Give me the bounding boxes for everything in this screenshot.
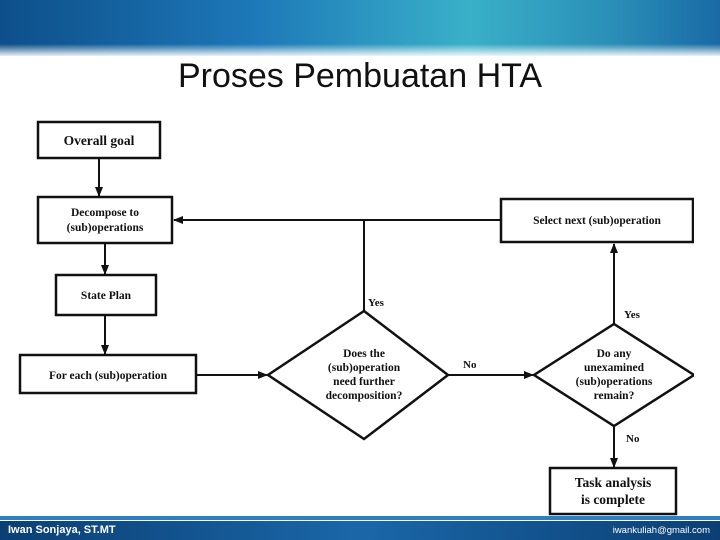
node-task-complete (548, 466, 678, 516)
footer-author: Iwan Sonjaya, ST.MT (8, 524, 116, 536)
do-any-label-line1: Do any (597, 348, 632, 360)
node-select-next (499, 197, 694, 244)
hta-flowchart: Overall goal Decompose to (sub)operation… (18, 120, 694, 516)
edge-decision-yes-to-decompose (173, 216, 365, 311)
node-for-each (18, 353, 198, 395)
footer-divider (0, 516, 720, 520)
footer-email: iwankuliah@gmail.com (612, 525, 710, 536)
edge-label-no-bottom: No (626, 433, 640, 445)
decompose-label-line1: Decompose to (71, 207, 139, 219)
does-need-label-line3: need further (333, 376, 395, 388)
edge-label-yes-left: Yes (368, 297, 385, 309)
footer-bar: Iwan Sonjaya, ST.MT iwankuliah@gmail.com (0, 521, 720, 540)
do-any-label-line3: (sub)operations (576, 376, 653, 388)
state-plan-label: State Plan (81, 290, 132, 302)
node-do-any-decision (531, 322, 694, 428)
task-complete-label-line1: Task analysis (575, 475, 651, 490)
overall-goal-label: Overall goal (64, 133, 135, 148)
slide-title: Proses Pembuatan HTA (177, 57, 543, 95)
does-need-label-line4: decomposition? (326, 390, 403, 402)
do-any-label-line4: remain? (594, 390, 635, 402)
edge-label-no-middle: No (463, 359, 477, 371)
select-next-label: Select next (sub)operation (533, 215, 661, 227)
for-each-label: For each (sub)operation (49, 370, 168, 382)
decompose-label-line2: (sub)operations (67, 222, 144, 234)
node-does-need-decision (265, 309, 451, 441)
flowchart-panel: Overall goal Decompose to (sub)operation… (16, 118, 694, 518)
does-need-label-line1: Does the (343, 348, 385, 360)
does-need-label-line2: (sub)operation (328, 362, 401, 374)
top-banner (0, 0, 720, 56)
task-complete-label-line2: is complete (581, 492, 645, 507)
node-decompose (36, 195, 174, 245)
edge-label-yes-right: Yes (624, 309, 641, 321)
do-any-label-line2: unexamined (584, 362, 645, 374)
